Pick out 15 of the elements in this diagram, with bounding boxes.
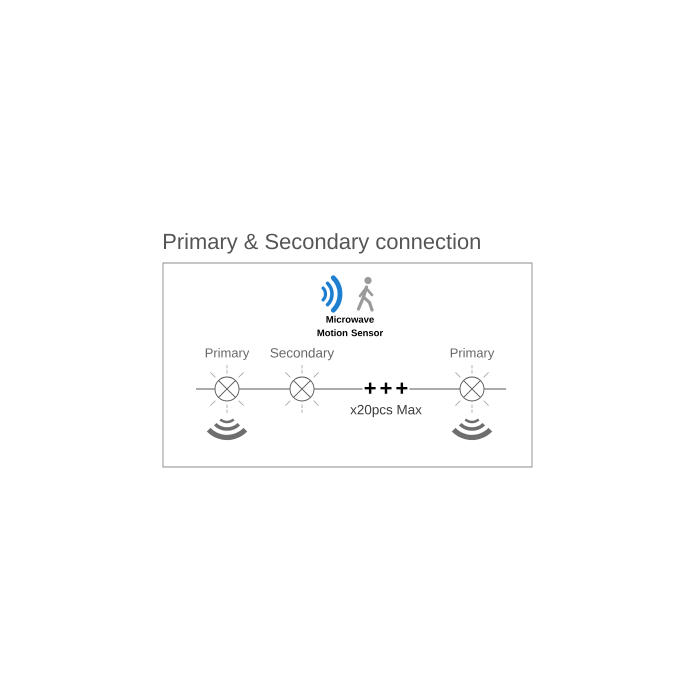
lamp-label: Secondary (270, 348, 334, 360)
lamp-symbol (290, 376, 314, 402)
lamp-label: Primary (206, 348, 250, 360)
wire-line (314, 388, 363, 390)
lamp-symbol (214, 376, 240, 402)
wire-line (239, 388, 290, 390)
wire-line (484, 388, 506, 390)
lamp-symbol (460, 376, 484, 402)
sensor-caption: Microwave Motion Sensor (318, 316, 383, 336)
wire-line (196, 388, 215, 390)
title: Primary & Secondary connection (164, 233, 480, 254)
wire-line (409, 388, 460, 390)
lamp-label: Primary (450, 348, 494, 360)
plus-signs: +++ (364, 382, 408, 394)
count-note: x20pcs Max (350, 404, 422, 418)
